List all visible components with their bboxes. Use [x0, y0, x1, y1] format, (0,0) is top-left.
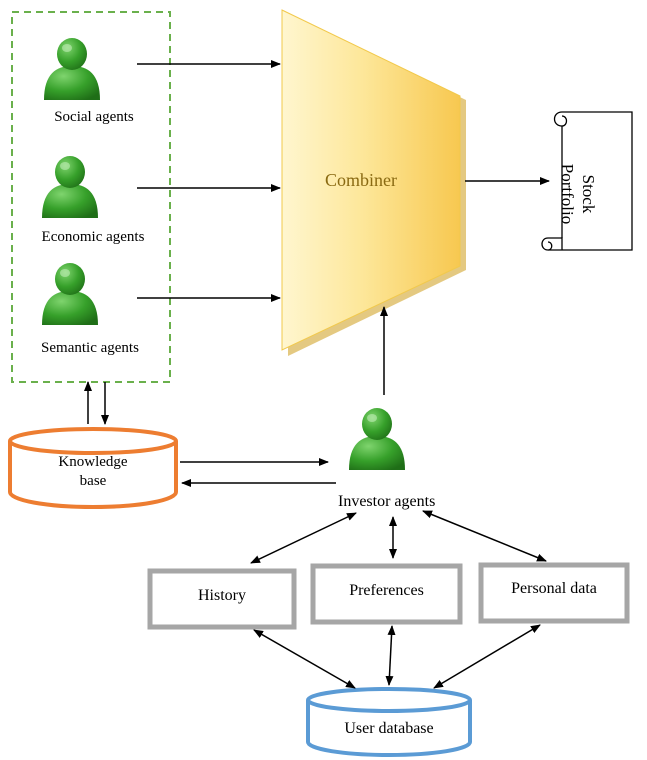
personal-data-box	[478, 562, 630, 624]
history-label: History	[198, 587, 246, 604]
investor-agents-label: Investor agents	[338, 493, 436, 510]
knowledge-base-line2: base	[79, 473, 107, 489]
user-database-label: User database	[344, 720, 434, 737]
combiner-label: Combiner	[325, 170, 397, 190]
arrow-preferences-database	[385, 625, 396, 686]
history-box	[147, 568, 297, 630]
arrow-personal-database	[433, 624, 541, 689]
combiner-shape	[281, 9, 461, 351]
arrow-history-database	[253, 629, 356, 689]
semantic-agent-icon	[42, 263, 98, 325]
economic-agents-label: Economic agents	[41, 229, 145, 245]
personal-data-label: Personal data	[511, 580, 597, 597]
preferences-box	[310, 563, 463, 625]
economic-agent-icon	[42, 156, 98, 218]
knowledge-base-line1: Knowledge	[58, 454, 128, 470]
preferences-label: Preferences	[349, 582, 424, 599]
user-database-cylinder	[306, 687, 472, 757]
social-agent-icon	[44, 38, 100, 100]
semantic-agents-label: Semantic agents	[41, 340, 139, 356]
stock-portfolio-scroll	[541, 111, 633, 251]
arrow-investor-personal	[422, 510, 547, 562]
stock-portfolio-label: Stock Portfolio	[557, 164, 599, 224]
knowledge-base-label: Knowledge base	[14, 453, 172, 495]
investor-agent-icon	[349, 408, 405, 470]
stock-portfolio-line2: Portfolio	[558, 163, 577, 225]
knowledge-base-cylinder	[8, 427, 178, 509]
social-agents-label: Social agents	[54, 109, 134, 125]
stock-portfolio-line1: Stock	[579, 174, 598, 214]
arrow-investor-history	[250, 512, 357, 564]
